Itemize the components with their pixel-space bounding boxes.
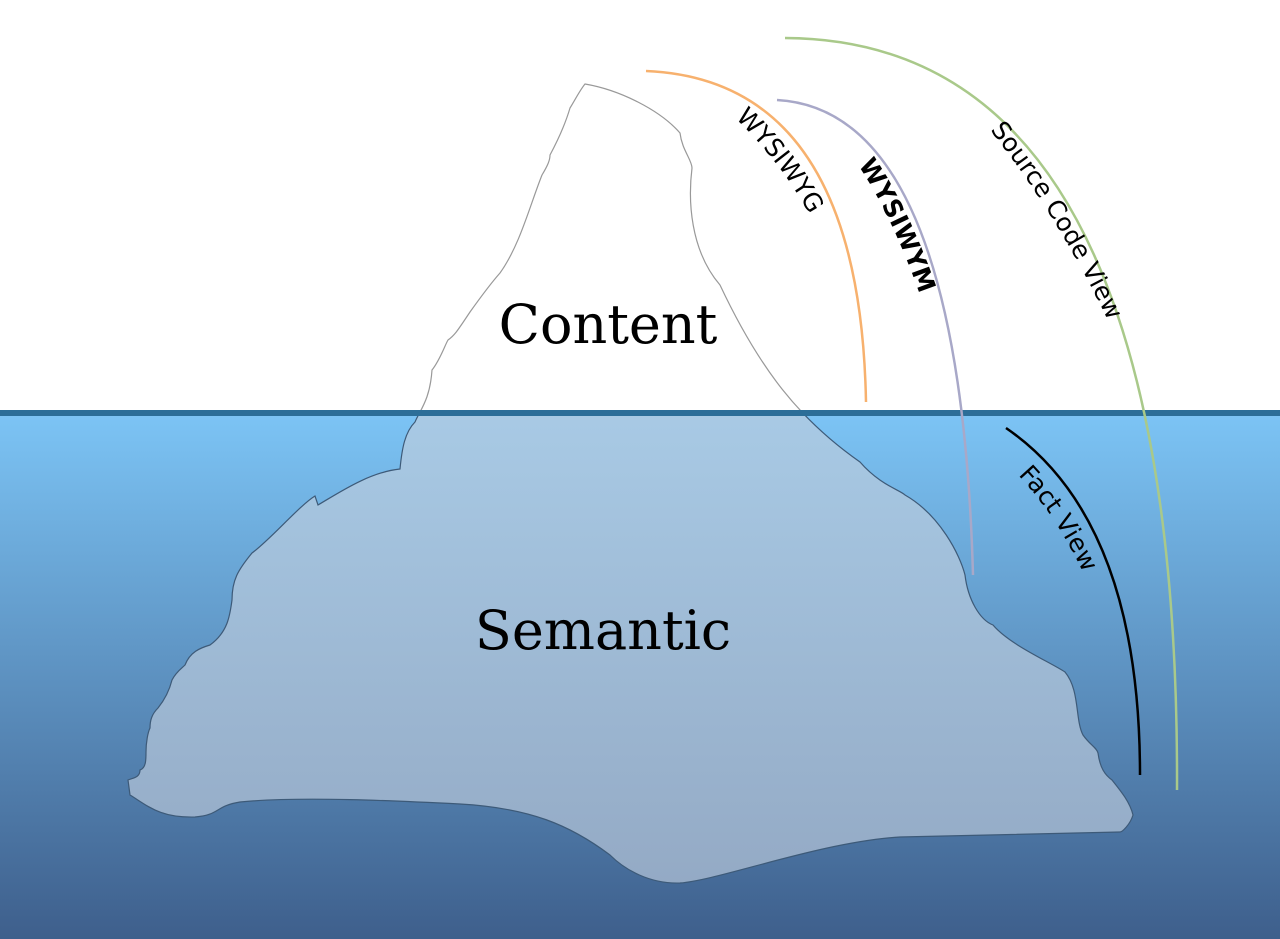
wysiwyg-arc xyxy=(645,69,868,403)
iceberg-submerged xyxy=(127,413,1134,884)
iceberg-visible xyxy=(418,83,804,413)
source-code-view-arc xyxy=(784,36,1179,791)
wysiwym-arc xyxy=(776,98,975,576)
semantic-label: Semantic xyxy=(475,599,731,662)
content-label: Content xyxy=(499,293,718,356)
waterline xyxy=(0,410,1280,416)
fact-view-arc xyxy=(1005,426,1142,776)
